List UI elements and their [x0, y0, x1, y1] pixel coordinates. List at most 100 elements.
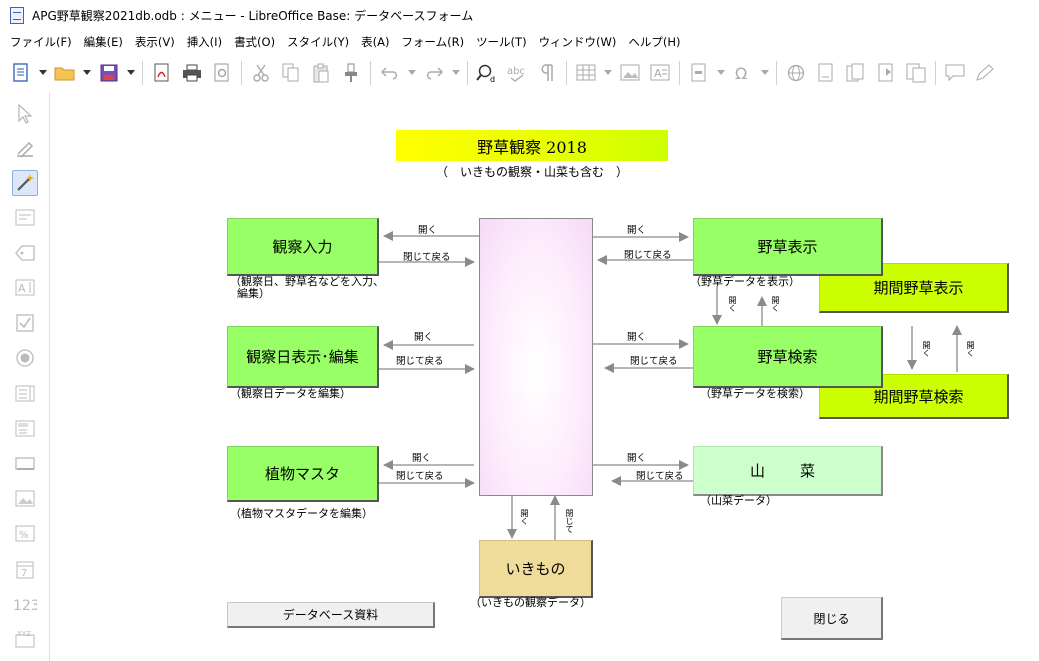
- observation-day-edit-note: （観察日データを編集）: [230, 387, 351, 400]
- open-folder-icon[interactable]: [50, 58, 80, 88]
- menu-hub-panel: [479, 218, 593, 496]
- design-mode-icon[interactable]: [12, 135, 38, 161]
- formatting-marks-icon[interactable]: [532, 58, 562, 88]
- window-title: APG野草観察2021db.odb : メニュー - LibreOffice B…: [32, 8, 474, 23]
- redo-icon[interactable]: [419, 58, 449, 88]
- list-box-icon[interactable]: [12, 381, 38, 407]
- print-preview-icon[interactable]: [207, 58, 237, 88]
- arrow-label-open: 開く: [627, 453, 647, 464]
- menu-tools[interactable]: ツール(T): [476, 35, 527, 49]
- vertical-arrow-label-open: 開く: [520, 509, 529, 525]
- observation-input-button[interactable]: 観察入力: [227, 218, 379, 276]
- menu-bar: ファイル(F) 編集(E) 表示(V) 挿入(I) 書式(O) スタイル(Y) …: [0, 30, 1039, 54]
- toolbar-separator: [467, 61, 468, 85]
- close-form-button[interactable]: 閉じる: [781, 597, 883, 640]
- observation-input-note-line1: （観察日、野草名などを入力、: [230, 275, 384, 288]
- check-box-icon[interactable]: [12, 310, 38, 336]
- arrow-label-open: 開く: [627, 225, 647, 236]
- track-changes-icon[interactable]: [970, 58, 1000, 88]
- form-controls-sidebar: A % 7 123 XYZ: [0, 92, 48, 661]
- numeric-123-icon[interactable]: 123: [12, 591, 38, 617]
- toolbar-separator: [679, 61, 680, 85]
- option-button-icon[interactable]: [12, 345, 38, 371]
- combo-box-icon[interactable]: [12, 416, 38, 442]
- svg-text:123: 123: [13, 598, 37, 612]
- document-icon: [10, 6, 24, 24]
- find-replace-icon[interactable]: d: [472, 58, 502, 88]
- hyperlink-icon[interactable]: [781, 58, 811, 88]
- special-character-icon[interactable]: Ω: [728, 58, 758, 88]
- chevron-down-icon[interactable]: [601, 58, 615, 88]
- toolbar-separator: [776, 61, 777, 85]
- svg-text:Ω: Ω: [735, 64, 747, 82]
- push-button-icon[interactable]: [12, 451, 38, 477]
- cut-icon[interactable]: [246, 58, 276, 88]
- database-materials-button[interactable]: データベース資料: [227, 602, 435, 628]
- menu-help[interactable]: ヘルプ(H): [628, 35, 681, 49]
- sansai-button[interactable]: 山 菜: [693, 446, 883, 496]
- period-wildflower-view-button[interactable]: 期間野草表示: [819, 263, 1009, 313]
- table-icon[interactable]: [571, 58, 601, 88]
- form-subtitle: （ いきもの観察・山菜も含む ）: [435, 165, 628, 179]
- svg-text:%: %: [19, 530, 29, 541]
- clone-formatting-icon[interactable]: [336, 58, 366, 88]
- new-document-icon[interactable]: [6, 58, 36, 88]
- menu-window[interactable]: ウィンドウ(W): [538, 35, 617, 49]
- window-title-bar: APG野草観察2021db.odb : メニュー - LibreOffice B…: [0, 0, 1039, 30]
- endnote-icon[interactable]: [841, 58, 871, 88]
- vertical-arrow-label-open: 開く: [966, 341, 975, 357]
- footnote-icon[interactable]: [811, 58, 841, 88]
- numeric-field-icon[interactable]: %: [12, 521, 38, 547]
- chevron-down-icon[interactable]: [36, 58, 50, 88]
- menu-edit[interactable]: 編集(E): [83, 35, 123, 49]
- label-control-icon[interactable]: [12, 240, 38, 266]
- wildflower-search-button[interactable]: 野草検索: [693, 326, 883, 388]
- paste-icon[interactable]: [306, 58, 336, 88]
- text-box-icon[interactable]: A: [645, 58, 675, 88]
- toolbar-separator: [566, 61, 567, 85]
- toolbar-separator: [241, 61, 242, 85]
- chevron-down-icon[interactable]: [124, 58, 138, 88]
- export-pdf-icon[interactable]: [147, 58, 177, 88]
- formatted-field-icon[interactable]: A: [12, 275, 38, 301]
- wildflower-view-button[interactable]: 野草表示: [693, 218, 883, 276]
- chevron-down-icon[interactable]: [405, 58, 419, 88]
- arrow-label-close-return: 閉じて戻る: [396, 356, 444, 367]
- undo-icon[interactable]: [375, 58, 405, 88]
- print-icon[interactable]: [177, 58, 207, 88]
- vertical-arrow-label-open: 開く: [922, 341, 931, 357]
- text-box-control-icon[interactable]: [12, 205, 38, 231]
- chevron-down-icon[interactable]: [449, 58, 463, 88]
- bookmark-icon[interactable]: [871, 58, 901, 88]
- arrow-label-open: 開く: [414, 332, 434, 343]
- chevron-down-icon[interactable]: [80, 58, 94, 88]
- menu-format[interactable]: 書式(O): [234, 35, 276, 49]
- observation-day-edit-button[interactable]: 観察日表示･編集: [227, 326, 379, 388]
- menu-form[interactable]: フォーム(R): [401, 35, 465, 49]
- observation-input-note-line2: 編集）: [237, 287, 270, 300]
- select-pointer-icon[interactable]: [12, 101, 38, 127]
- xyz-field-icon[interactable]: XYZ: [12, 626, 38, 652]
- image-control-icon[interactable]: [12, 486, 38, 512]
- copy-icon[interactable]: [276, 58, 306, 88]
- chevron-down-icon[interactable]: [714, 58, 728, 88]
- wildflower-view-note: （野草データを表示）: [690, 275, 800, 288]
- plant-master-button[interactable]: 植物マスタ: [227, 446, 379, 502]
- ikimono-button[interactable]: いきもの: [479, 540, 593, 598]
- field-icon[interactable]: [684, 58, 714, 88]
- date-field-icon[interactable]: 7: [12, 556, 38, 582]
- menu-file[interactable]: ファイル(F): [10, 35, 72, 49]
- image-icon[interactable]: [615, 58, 645, 88]
- comment-icon[interactable]: [940, 58, 970, 88]
- wizard-icon[interactable]: [12, 170, 38, 196]
- ikimono-note: （いきもの観察データ）: [470, 596, 591, 609]
- chevron-down-icon[interactable]: [758, 58, 772, 88]
- menu-styles[interactable]: スタイル(Y): [287, 35, 350, 49]
- cross-reference-icon[interactable]: [901, 58, 931, 88]
- menu-view[interactable]: 表示(V): [134, 35, 175, 49]
- spelling-icon[interactable]: abc: [502, 58, 532, 88]
- menu-table[interactable]: 表(A): [361, 35, 390, 49]
- save-icon[interactable]: [94, 58, 124, 88]
- svg-text:XYZ: XYZ: [17, 630, 31, 638]
- menu-insert[interactable]: 挿入(I): [186, 35, 223, 49]
